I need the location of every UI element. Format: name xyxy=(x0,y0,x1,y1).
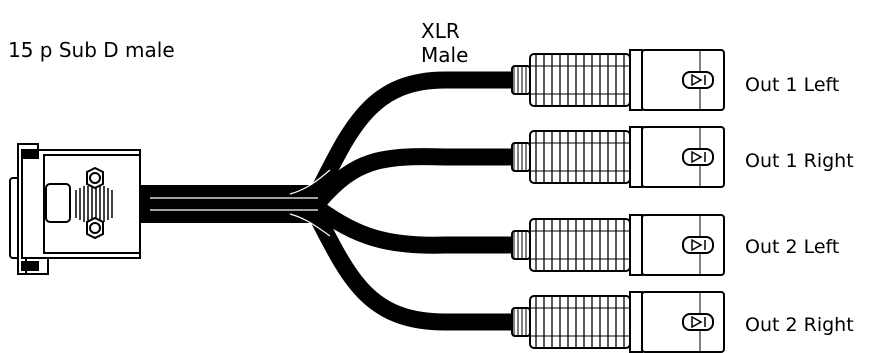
xlr-connectors xyxy=(511,49,725,353)
grip-ridges xyxy=(75,186,113,222)
output-label-3: Out 2 Left xyxy=(745,236,840,258)
screw-bottom xyxy=(86,216,104,240)
xlr-label-line2: Male xyxy=(421,43,469,67)
sub-d-connector xyxy=(9,143,141,275)
output-label-4: Out 2 Right xyxy=(745,314,854,336)
latch-icon xyxy=(682,71,714,89)
output-label-2: Out 1 Right xyxy=(745,150,854,172)
xlr-label: XLR Male xyxy=(421,19,468,67)
cable-bundle xyxy=(140,71,512,331)
screw-top xyxy=(86,166,104,190)
output-label-1: Out 1 Left xyxy=(745,74,840,96)
latch-icon xyxy=(682,148,714,166)
latch-icon xyxy=(682,236,714,254)
latch-icon xyxy=(682,313,714,331)
xlr-plug-4 xyxy=(511,291,725,353)
connector-label: 15 p Sub D male xyxy=(8,38,175,62)
xlr-plug-3 xyxy=(511,214,725,276)
xlr-plug-2 xyxy=(511,126,725,188)
xlr-plug-1 xyxy=(511,49,725,111)
xlr-label-line1: XLR xyxy=(421,19,460,43)
